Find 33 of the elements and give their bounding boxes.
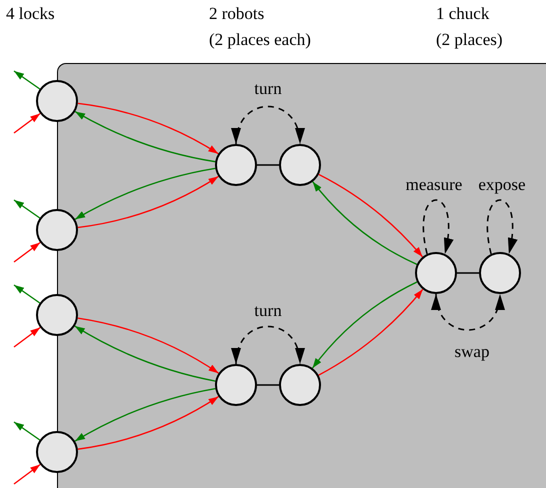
arrow xyxy=(312,181,418,265)
arrow xyxy=(14,199,40,219)
arrow xyxy=(14,112,41,134)
column-heading: 4 locks xyxy=(6,4,55,24)
arrow xyxy=(14,326,41,348)
arrow xyxy=(78,102,219,154)
dashed-arrow xyxy=(432,294,504,331)
arrow xyxy=(312,281,418,368)
arrow xyxy=(74,388,216,442)
dashed-arrow xyxy=(232,106,304,144)
column-heading: (2 places) xyxy=(436,30,503,50)
arrow xyxy=(14,284,40,304)
arrow xyxy=(318,288,424,376)
dashed-arrow xyxy=(232,326,304,364)
arrow xyxy=(74,168,216,220)
arrow xyxy=(14,242,41,263)
arrow xyxy=(14,464,41,485)
column-heading: (2 places each) xyxy=(209,30,311,50)
arrow xyxy=(78,176,219,228)
arrow xyxy=(318,174,423,258)
column-heading: 2 robots xyxy=(209,4,264,24)
arrow xyxy=(78,317,219,374)
arrow xyxy=(14,70,40,90)
column-heading: 1 chuck xyxy=(436,4,490,24)
arrow xyxy=(78,396,219,450)
dashed-arrow xyxy=(422,199,452,254)
arrow xyxy=(74,326,216,382)
arrow xyxy=(14,421,40,441)
connector-line xyxy=(257,164,279,166)
arrow xyxy=(74,111,216,162)
connector-line xyxy=(457,272,479,274)
connector-line xyxy=(257,384,279,386)
dashed-arrow xyxy=(486,199,516,254)
